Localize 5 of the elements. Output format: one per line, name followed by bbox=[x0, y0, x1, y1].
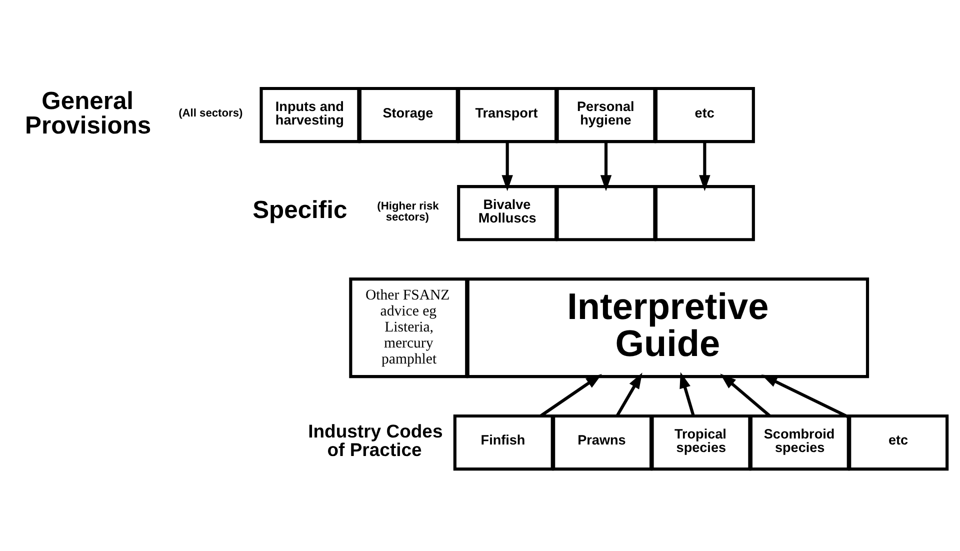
label: (All sectors) bbox=[178, 107, 242, 120]
label: Specific bbox=[252, 196, 347, 224]
label: Industry Codes of Practice bbox=[308, 420, 442, 460]
label: General Provisions bbox=[24, 87, 151, 140]
label: (Higher risk sectors) bbox=[376, 200, 438, 224]
